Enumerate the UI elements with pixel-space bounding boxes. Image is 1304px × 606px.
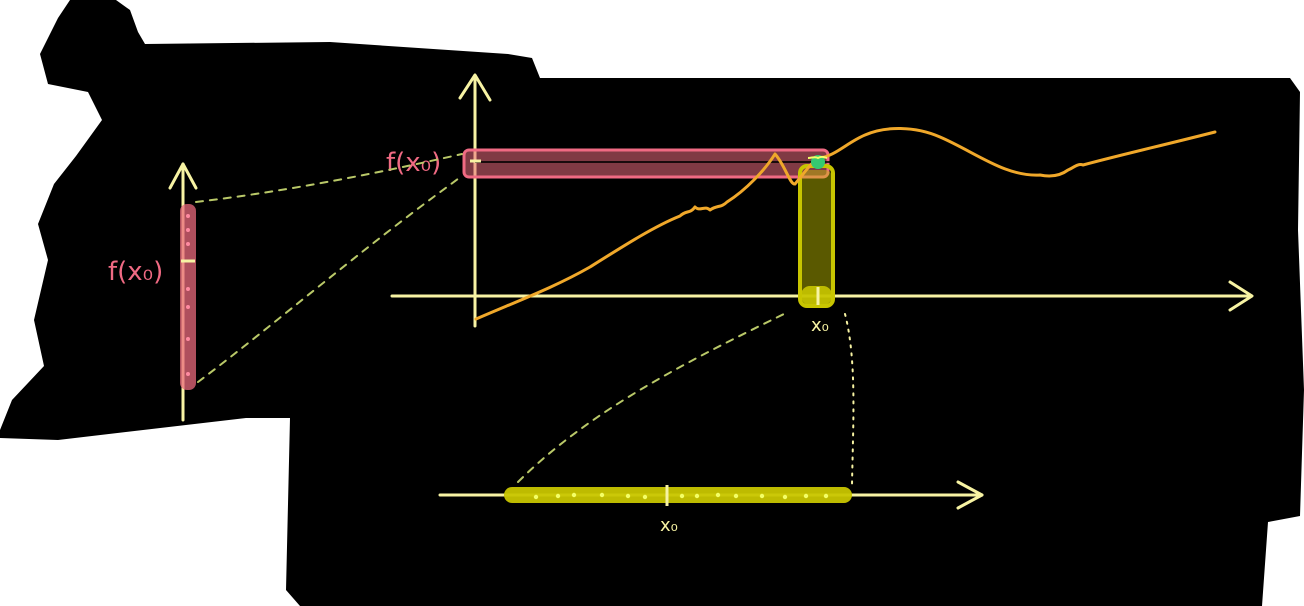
bottom-point xyxy=(642,494,648,500)
bottom-point xyxy=(625,493,631,499)
bottom-point xyxy=(782,494,788,500)
side-point xyxy=(186,242,190,246)
x-neighborhood-band xyxy=(798,164,835,308)
bottom-horizontal-zoom: x₀ xyxy=(438,480,984,536)
f-x0-main-label: f(x₀) xyxy=(386,148,441,178)
bottom-neighborhood-fill xyxy=(504,487,852,503)
point-marker xyxy=(811,155,825,169)
bottom-point xyxy=(823,493,829,499)
point-at-x0 xyxy=(807,155,828,169)
side-point xyxy=(186,228,190,232)
side-point xyxy=(186,372,190,376)
right-arrow-icon xyxy=(1228,280,1254,312)
f-neighborhood-fill xyxy=(465,151,827,176)
side-bottom-guide xyxy=(197,175,463,383)
bottom-point xyxy=(555,493,561,499)
bottom-point xyxy=(715,492,721,498)
side-point xyxy=(186,305,190,309)
f-neighborhood-outline xyxy=(462,148,830,179)
bottom-left-guide xyxy=(517,311,789,483)
bottom-point xyxy=(599,492,605,498)
side-neighborhood-fill xyxy=(180,204,196,390)
bottom-point xyxy=(533,494,539,500)
bottom-right-guide xyxy=(844,313,855,486)
right-arrow-icon xyxy=(956,480,984,510)
zoom-guide-lines xyxy=(195,153,789,483)
x-neighborhood-fill xyxy=(801,170,832,305)
point-annotation-mark xyxy=(807,155,828,160)
f-x0-side-label: f(x₀) xyxy=(108,257,163,287)
bottom-point xyxy=(694,493,700,499)
up-arrow-icon xyxy=(458,73,492,102)
f-neighborhood-band xyxy=(462,148,830,179)
bottom-point xyxy=(803,493,809,499)
side-point xyxy=(186,337,190,341)
x0-bottom-label: x₀ xyxy=(660,515,678,536)
bottom-point xyxy=(571,492,577,498)
side-vertical-zoom: f(x₀) xyxy=(108,162,198,422)
bottom-point xyxy=(733,493,739,499)
side-top-guide xyxy=(195,153,463,203)
side-points xyxy=(186,214,190,376)
function-curve xyxy=(474,127,1217,321)
side-point xyxy=(186,214,190,218)
bottom-points xyxy=(533,492,829,500)
side-point xyxy=(186,287,190,291)
x0-main-label: x₀ xyxy=(811,315,829,336)
bottom-point xyxy=(759,493,765,499)
bottom-point xyxy=(679,493,685,499)
up-arrow-icon xyxy=(168,162,198,190)
